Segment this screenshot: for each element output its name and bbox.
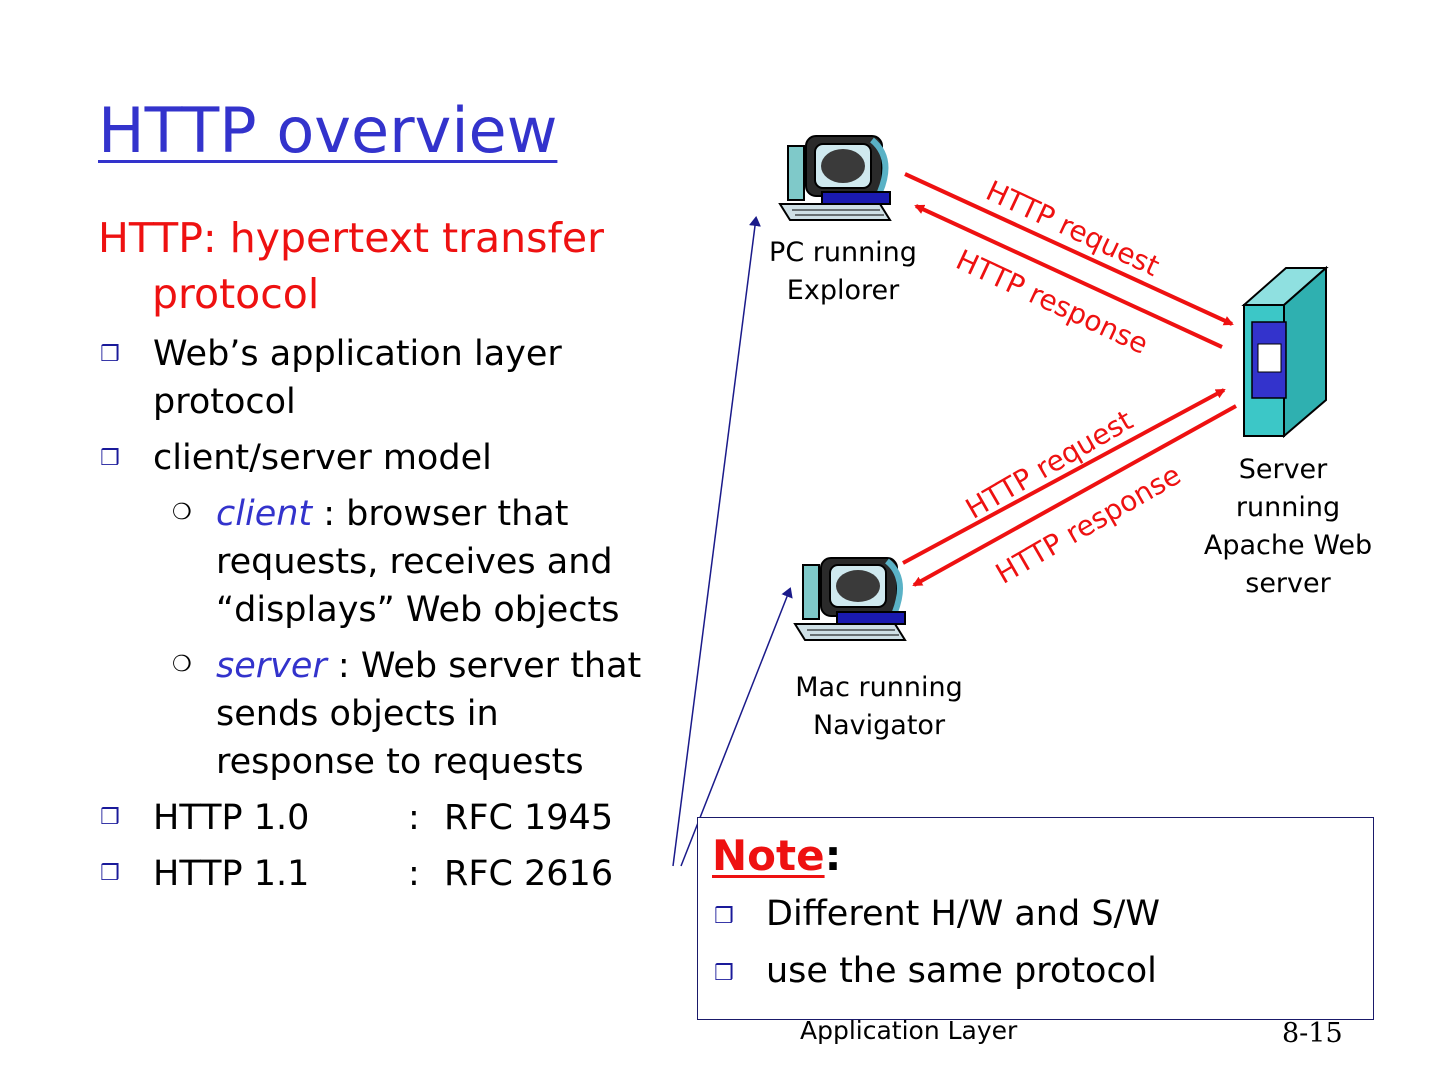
client-term: client bbox=[216, 494, 313, 534]
server-rest: : Web server that bbox=[326, 646, 642, 686]
mac-label-line-2: Navigator bbox=[812, 710, 946, 741]
rfc-2-sep: : bbox=[408, 854, 420, 894]
mac-response-arrow bbox=[912, 404, 1237, 587]
note-item-2: use the same protocol bbox=[766, 951, 1157, 991]
square-bullet-icon: ❒ bbox=[100, 861, 120, 886]
rfc-1-sep: : bbox=[408, 798, 420, 838]
note-title: Note: bbox=[712, 831, 841, 880]
circle-bullet-icon: ❍ bbox=[172, 500, 192, 525]
server-icon bbox=[1241, 265, 1329, 439]
bullet-2-line-1: client/server model bbox=[153, 438, 492, 478]
pc-label: PC running Explorer bbox=[766, 234, 920, 310]
square-bullet-icon: ❒ bbox=[714, 904, 734, 929]
bullet-1-line-2: protocol bbox=[153, 382, 296, 422]
server-label-line-4: server bbox=[1245, 568, 1331, 599]
sub-bullet-server-line-1: server : Web server that bbox=[216, 642, 641, 690]
mac-computer-icon bbox=[793, 557, 907, 641]
square-bullet-icon: ❒ bbox=[714, 961, 734, 986]
pc-label-line-2: Explorer bbox=[786, 275, 900, 306]
square-bullet-icon: ❒ bbox=[100, 342, 120, 367]
lead-line-1: HTTP: hypertext transfer bbox=[98, 214, 604, 262]
server-label-line-1: Server bbox=[1238, 454, 1328, 485]
sub-bullet-client-line-3: “displays” Web objects bbox=[216, 590, 620, 630]
bullet-1-line-1: Web’s application layer bbox=[153, 334, 562, 374]
slide-title: HTTP overview bbox=[98, 94, 558, 167]
client-rest: : browser that bbox=[312, 494, 569, 534]
note-item-1: Different H/W and S/W bbox=[766, 894, 1160, 934]
server-term: server bbox=[216, 646, 327, 686]
note-title-colon: : bbox=[824, 831, 842, 880]
mac-label-line-1: Mac running bbox=[795, 672, 963, 703]
sub-bullet-server-line-3: response to requests bbox=[216, 742, 584, 782]
pc-request-arrow bbox=[904, 172, 1234, 326]
server-label-line-2: running bbox=[1235, 492, 1341, 523]
rfc-1-version: HTTP 1.0 bbox=[153, 798, 310, 838]
sub-bullet-client-line-2: requests, receives and bbox=[216, 542, 613, 582]
pc-label-line-1: PC running bbox=[769, 237, 917, 268]
server-label: Server running Apache Web server bbox=[1198, 451, 1378, 603]
note-box bbox=[697, 817, 1374, 1020]
note-title-word: Note bbox=[712, 831, 825, 880]
mac-label: Mac running Navigator bbox=[790, 669, 968, 745]
circle-bullet-icon: ❍ bbox=[172, 652, 192, 677]
server-label-line-3: Apache Web bbox=[1203, 530, 1373, 561]
rfc-2-version: HTTP 1.1 bbox=[153, 854, 310, 894]
page-number: 8-15 bbox=[1282, 1018, 1343, 1049]
footer-label: Application Layer bbox=[800, 1016, 1018, 1045]
pc-computer-icon bbox=[778, 135, 892, 221]
pc-response-arrow bbox=[914, 204, 1223, 349]
sub-bullet-server-line-2: sends objects in bbox=[216, 694, 499, 734]
square-bullet-icon: ❒ bbox=[100, 446, 120, 471]
sub-bullet-client-line-1: client​ : browser that bbox=[216, 490, 568, 538]
rfc-2-number: RFC 2616 bbox=[444, 854, 614, 894]
square-bullet-icon: ❒ bbox=[100, 805, 120, 830]
lead-line-2: protocol bbox=[152, 270, 320, 318]
pointer-to-pc-arrow bbox=[672, 216, 761, 867]
mac-request-arrow bbox=[902, 388, 1226, 565]
rfc-1-number: RFC 1945 bbox=[444, 798, 614, 838]
